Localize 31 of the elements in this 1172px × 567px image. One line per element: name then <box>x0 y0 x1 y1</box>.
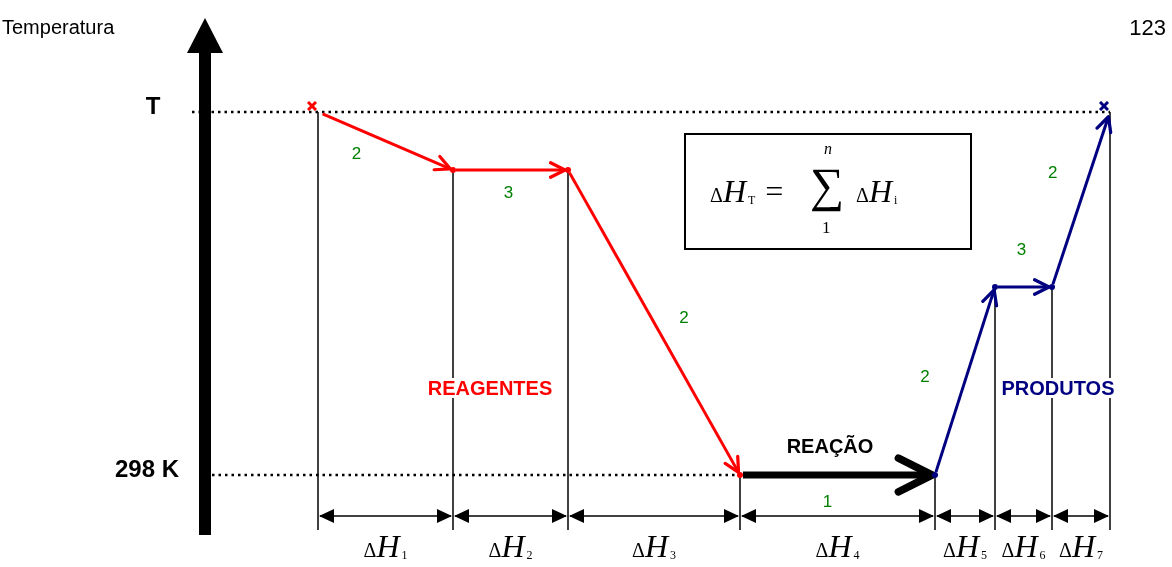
region-label: REAGENTES <box>427 378 553 398</box>
axis-label: T <box>145 94 161 118</box>
edge-label: 3 <box>503 183 514 201</box>
arrow <box>456 161 567 179</box>
edge-label: 3 <box>1016 240 1027 258</box>
edge-label: 2 <box>920 367 930 385</box>
axis-label: 298 K <box>115 457 179 481</box>
edge-label: 1 <box>822 492 833 510</box>
arrow <box>322 112 452 172</box>
edge-label: 2 <box>679 308 689 325</box>
summation-limit: 1 <box>822 219 831 236</box>
axis-title: Temperatura <box>2 17 115 37</box>
path-point <box>737 472 743 478</box>
edge-label: 2 <box>1047 163 1058 181</box>
arrow <box>934 288 999 473</box>
path-point <box>450 167 456 173</box>
page-number: 123 <box>1129 17 1166 39</box>
path-point <box>1049 284 1055 290</box>
path-point <box>932 472 938 478</box>
arrow <box>1051 115 1113 285</box>
cross-mark <box>1099 101 1109 111</box>
path-point <box>565 167 571 173</box>
cross-mark <box>307 101 317 111</box>
region-label: PRODUTOS <box>1001 378 1115 398</box>
arrow <box>568 171 741 474</box>
edge-label: 2 <box>351 144 362 162</box>
arrow <box>998 278 1051 296</box>
region-label: REAÇÃO <box>786 436 874 456</box>
path-point <box>992 284 998 290</box>
formula-box <box>684 133 972 250</box>
summation-limit: n <box>824 141 832 157</box>
